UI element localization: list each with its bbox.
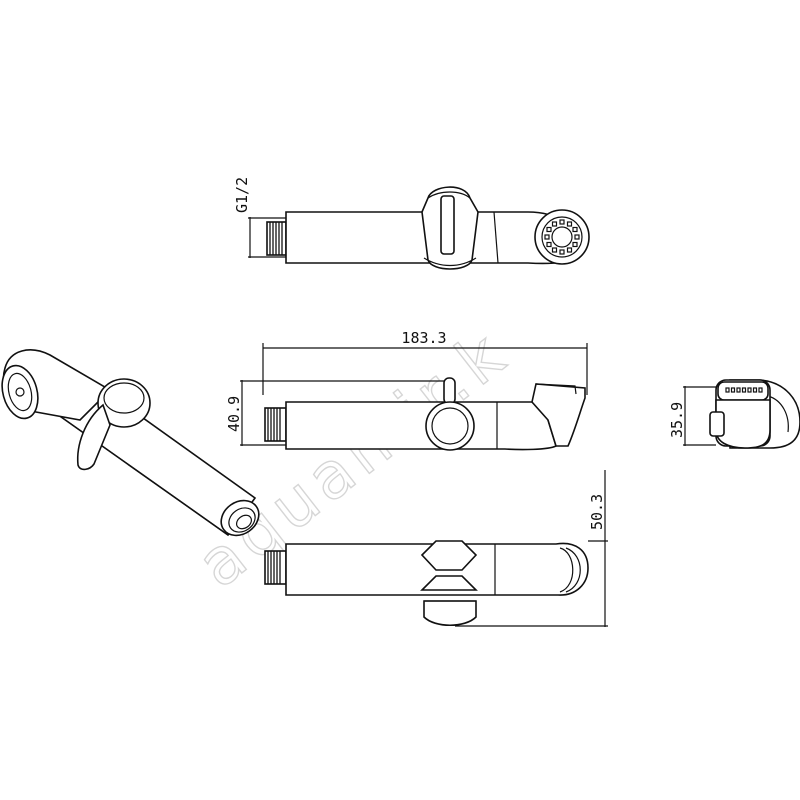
spray-hole bbox=[546, 226, 552, 233]
bottom-view: 50.3 bbox=[264, 470, 608, 627]
spray-hole bbox=[736, 387, 741, 393]
spray-hole bbox=[559, 219, 565, 225]
thread-dimension-label: G1/2 bbox=[233, 177, 251, 213]
spray-hole bbox=[544, 234, 550, 240]
spray-hole bbox=[725, 387, 730, 393]
spray-hole bbox=[572, 226, 578, 233]
length-dimension-label: 183.3 bbox=[401, 329, 446, 347]
height-dimension-label: 40.9 bbox=[225, 396, 243, 432]
spray-hole bbox=[566, 247, 573, 253]
spray-hole bbox=[572, 241, 578, 248]
spray-holes bbox=[544, 219, 580, 255]
spray-hole bbox=[574, 234, 580, 240]
front-view: 183.3 40.9 bbox=[225, 329, 588, 451]
spray-hole bbox=[566, 221, 573, 227]
spray-hole bbox=[747, 387, 752, 393]
side-view: 35.9 bbox=[668, 379, 800, 449]
depth-dimension-label: 50.3 bbox=[588, 494, 606, 530]
spray-hole bbox=[752, 387, 758, 393]
side-spray-holes bbox=[725, 387, 763, 393]
head-width-dimension-label: 35.9 bbox=[668, 402, 686, 438]
spray-hole bbox=[551, 221, 558, 227]
spray-hole bbox=[546, 241, 552, 248]
isometric-view bbox=[1, 349, 260, 537]
spray-hole bbox=[559, 249, 565, 255]
spray-hole bbox=[730, 387, 736, 393]
spray-hole bbox=[551, 247, 558, 253]
spray-hole bbox=[741, 387, 747, 393]
spray-hole bbox=[758, 387, 763, 393]
top-view: G1/2 bbox=[233, 177, 590, 270]
